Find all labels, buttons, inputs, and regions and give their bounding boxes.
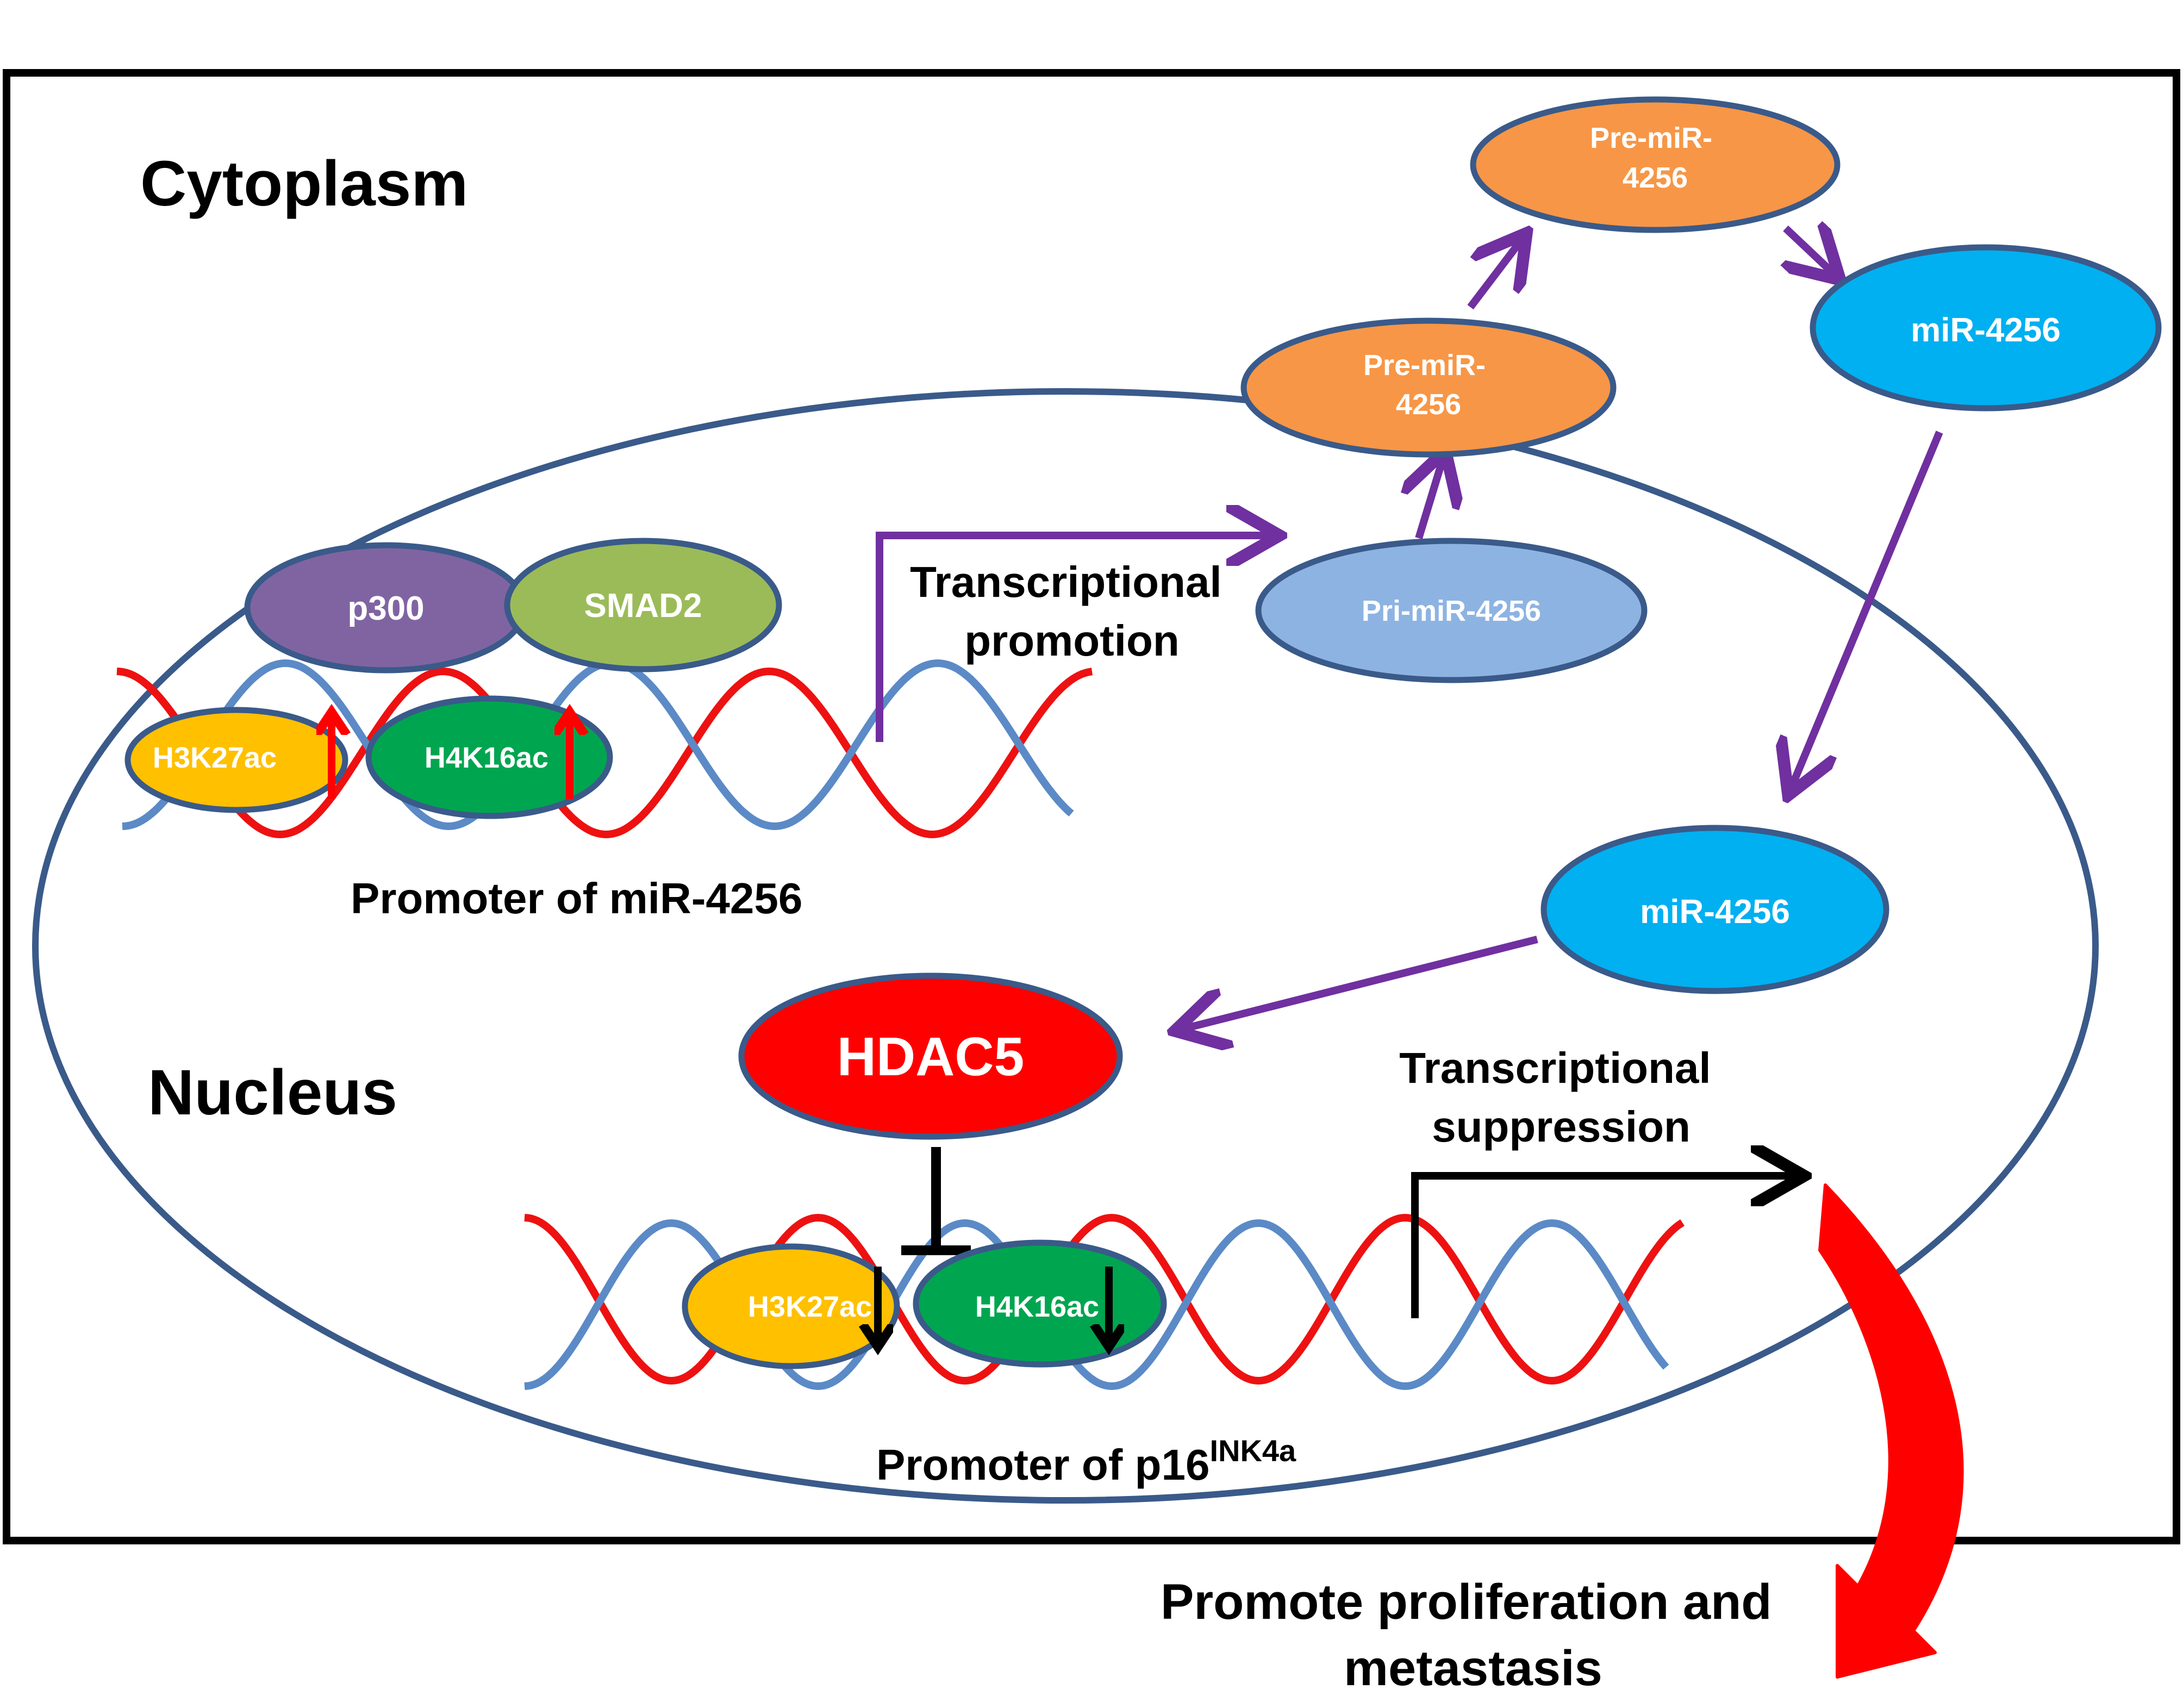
hdac5-node: HDAC5 <box>738 973 1123 1140</box>
smad2-node: SMAD2 <box>504 538 782 672</box>
h3k27ac-top-node: H3K27ac <box>124 707 348 813</box>
p300-label: p300 <box>347 590 424 627</box>
transcriptional-promotion-line2: promotion <box>964 616 1179 665</box>
pri-mir-node: Pri-miR-4256 <box>1255 538 1648 683</box>
pre-mir-nucleus-node: Pre-miR- 4256 <box>1240 317 1617 458</box>
arrow-pre-export <box>1467 239 1522 310</box>
pre-mir-nucleus-line1: Pre-miR- <box>1363 349 1486 382</box>
outcome-curved-arrow <box>1818 1183 1964 1679</box>
mir-nucleus-label: miR-4256 <box>1640 893 1790 931</box>
cytoplasm-label: Cytoplasm <box>140 148 468 220</box>
mir-cytoplasm-node: miR-4256 <box>1810 244 2162 412</box>
inhibition-bar <box>901 1147 971 1255</box>
smad2-label: SMAD2 <box>584 587 702 625</box>
h4k16ac-bottom-label: H4K16ac <box>975 1291 1099 1323</box>
hdac5-label: HDAC5 <box>837 1026 1024 1087</box>
cytoplasm-frame <box>3 69 2180 1544</box>
pre-mir-cytoplasm-node: Pre-miR- 4256 <box>1470 96 1841 233</box>
pre-mir-nucleus-label: Pre-miR- 4256 <box>1363 349 1494 421</box>
promoter-p16-label: Promoter of p16INK4a <box>876 1433 1296 1489</box>
h4k16ac-top-label: H4K16ac <box>425 741 548 774</box>
transcriptional-suppression-line2: suppression <box>1432 1102 1691 1151</box>
transcriptional-suppression-line1: Transcriptional <box>1399 1044 1711 1092</box>
transcription-start-arrow <box>876 535 1272 742</box>
transcriptional-suppression-label: Transcriptional suppression <box>1399 1044 1723 1151</box>
dna-strand-red <box>116 667 1093 839</box>
pre-mir-cytoplasm-label: Pre-miR- 4256 <box>1590 122 1720 194</box>
pre-mir-cytoplasm-line1: Pre-miR- <box>1590 122 1712 154</box>
pri-mir-label: Pri-miR-4256 <box>1362 595 1541 627</box>
h3k27ac-bottom-node: H3K27ac <box>682 1243 900 1369</box>
promoter-p16-main: Promoter of p16 <box>876 1441 1209 1489</box>
transcriptional-promotion-line1: Transcriptional <box>910 558 1221 606</box>
pre-mir-cytoplasm-line2: 4256 <box>1623 161 1688 194</box>
outcome-line1: Promote proliferation and <box>1161 1574 1772 1630</box>
transcriptional-promotion-label: Transcriptional promotion <box>910 558 1234 665</box>
nucleus-label: Nucleus <box>148 1057 397 1129</box>
outcome-label: Promote proliferation and metastasis <box>1161 1574 1786 1696</box>
h3k27ac-top-label: H3K27ac <box>153 741 277 774</box>
arrow-mir-to-hdac5 <box>1182 936 1538 1029</box>
mir-cytoplasm-label: miR-4256 <box>1911 311 2061 349</box>
arrow-pre-to-mir <box>1786 228 1835 275</box>
h3k27ac-bottom-label: H3K27ac <box>748 1291 872 1323</box>
promoter-p16-superscript: INK4a <box>1209 1433 1296 1468</box>
nucleus-membrane <box>32 388 2099 1504</box>
h4k16ac-bottom-node: H4K16ac <box>913 1239 1167 1368</box>
arrow-mir-import <box>1791 431 1943 788</box>
h4k16ac-top-node: H4K16ac <box>365 695 613 819</box>
pre-mir-nucleus-line2: 4256 <box>1396 388 1461 421</box>
transcription-suppression-arrow <box>1411 1176 1797 1318</box>
p300-node: p300 <box>244 542 528 674</box>
outcome-line2: metastasis <box>1344 1641 1602 1696</box>
promoter-mir-label: Promoter of miR-4256 <box>351 874 802 922</box>
mir-nucleus-node: miR-4256 <box>1540 825 1889 994</box>
arrow-pri-to-pre <box>1419 458 1443 540</box>
dna-strand-blue <box>524 1219 1669 1391</box>
